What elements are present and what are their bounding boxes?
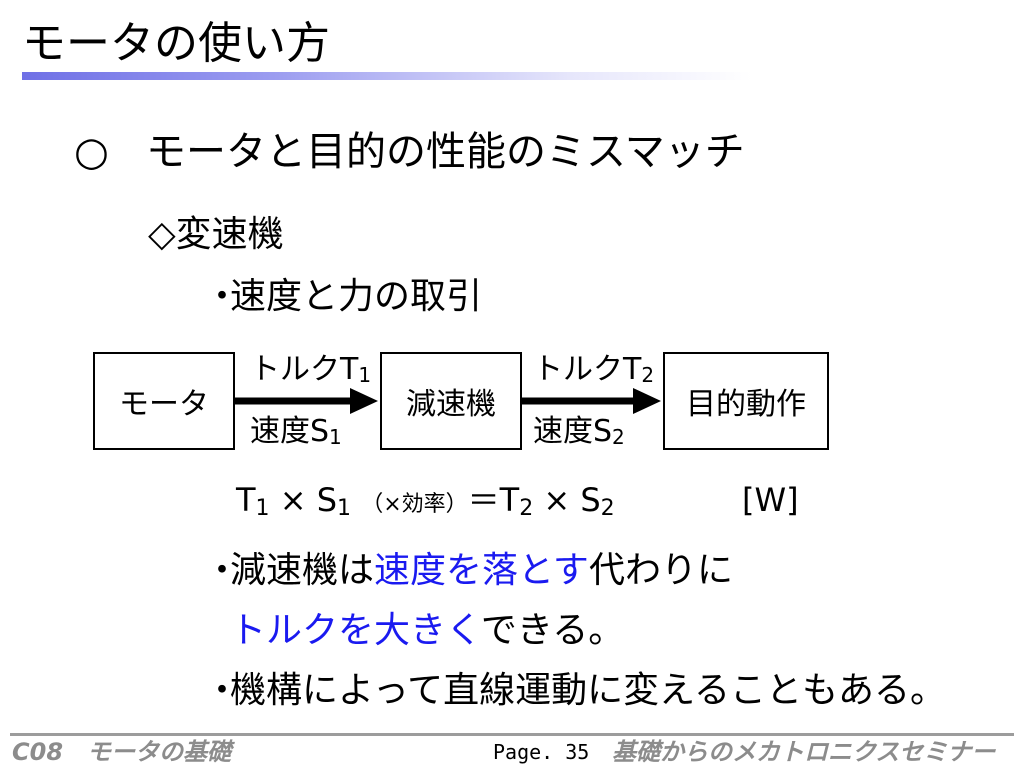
footer-page-number: Page. 35 <box>493 740 590 764</box>
slide-title: モータの使い方 <box>22 18 330 69</box>
title-underline <box>22 72 752 80</box>
torque-label-2: トルクT2 <box>533 352 655 387</box>
arrowhead-2 <box>633 388 661 414</box>
bullet-marker: ・ <box>204 550 241 591</box>
bullet-item-reducer-cont: トルクを大きくできる。 <box>230 610 625 651</box>
power-unit: [W] <box>742 481 799 519</box>
bullet-text: 機構によって直線運動に変えることもある。 <box>230 670 947 711</box>
footer-course-title: C08 モータの基礎 <box>12 738 232 766</box>
heading: ○ モータと目的の性能のミスマッチ <box>74 122 745 182</box>
arrowhead-1 <box>350 388 378 414</box>
bullet-text: 速度と力の取引 <box>230 276 483 317</box>
footer-seminar-title: 基礎からのメカトロニクスセミナー <box>612 738 996 766</box>
highlight-torque-up: トルクを大きく <box>230 610 481 651</box>
reducer-box: 減速機 <box>380 352 522 450</box>
target-action-box: 目的動作 <box>663 352 829 450</box>
motor-box: モータ <box>93 352 235 450</box>
sub-heading: ◇変速機 <box>148 214 284 255</box>
bullet-item-reducer: ・減速機は速度を落とす代わりに <box>204 544 733 598</box>
torque-label-1: トルクT1 <box>250 352 372 387</box>
bullet-item-trade-off: ・速度と力の取引 <box>204 270 482 324</box>
power-equation: T1 × S1 （×効率）＝T2 × S2 <box>236 481 615 521</box>
bullet-marker: ・ <box>204 670 241 711</box>
footer-divider <box>10 733 1014 736</box>
speed-label-2: 速度S2 <box>533 414 625 449</box>
highlight-speed-down: 速度を落とす <box>374 550 589 591</box>
heading-text: モータと目的の性能のミスマッチ <box>146 129 745 175</box>
bullet-item-linear-motion: ・機構によって直線運動に変えることもある。 <box>204 664 946 718</box>
speed-label-1: 速度S1 <box>250 414 342 449</box>
heading-bullet: ○ <box>74 129 109 175</box>
